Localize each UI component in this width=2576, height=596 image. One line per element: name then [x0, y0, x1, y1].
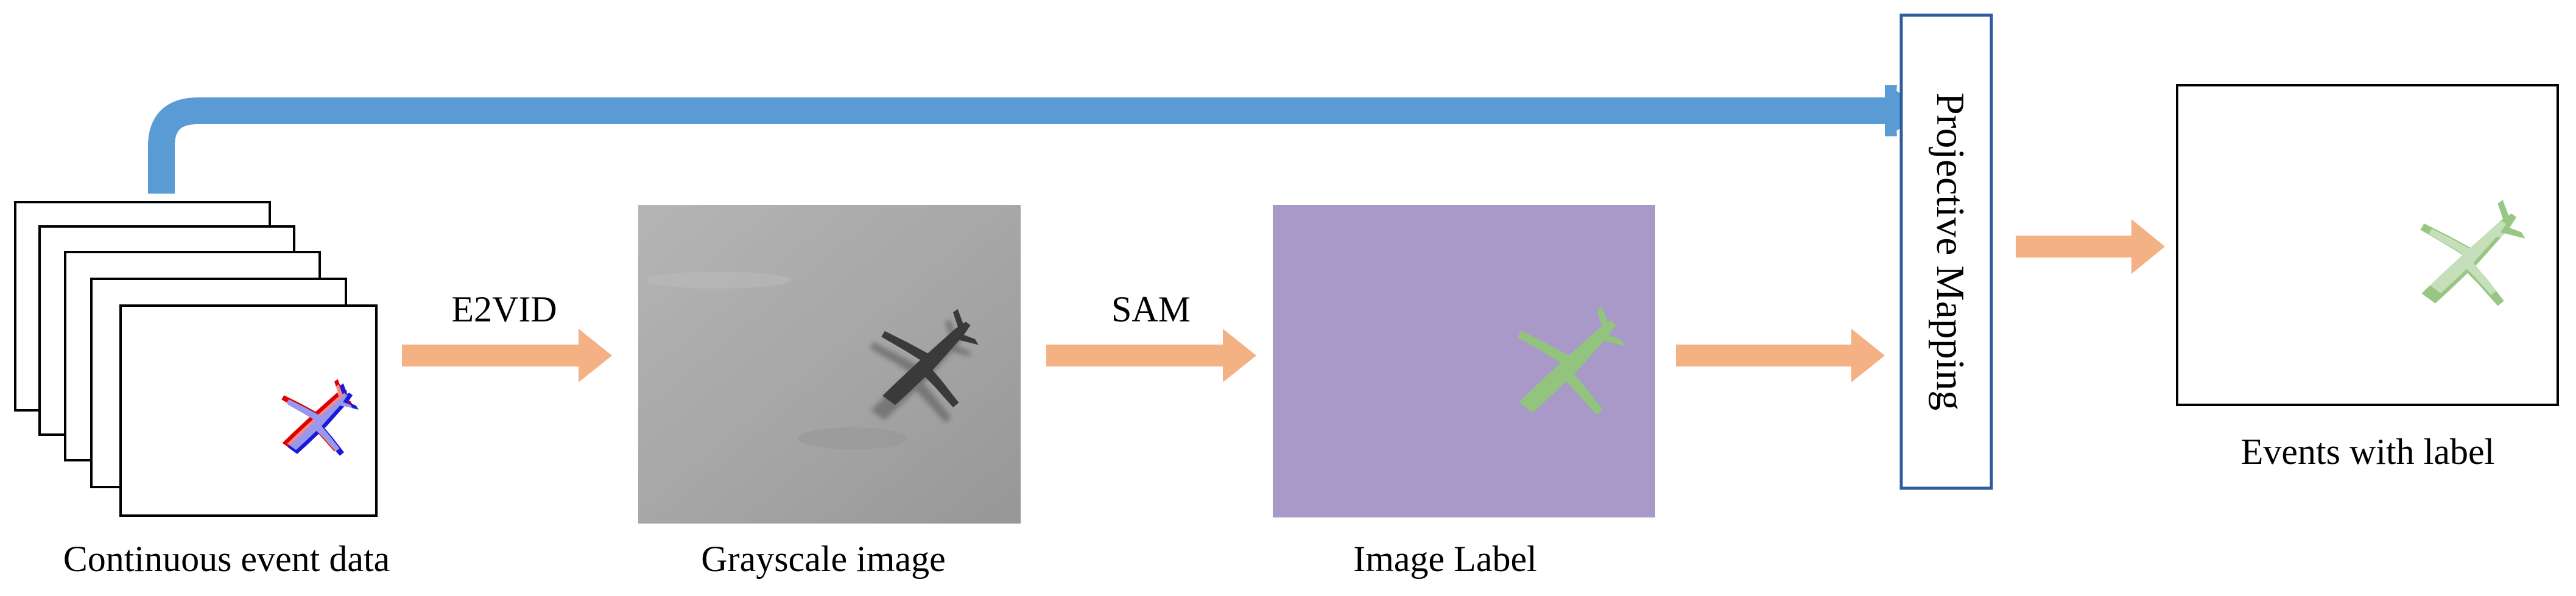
event-data-stack [14, 201, 378, 517]
label-to-mapping-arrow [1676, 329, 1885, 382]
grayscale-caption: Grayscale image [701, 539, 945, 579]
bypass-arrow [148, 85, 1927, 194]
projective-mapping-label: Projective Mapping [1928, 93, 1972, 410]
e2vid-label: E2VID [451, 289, 557, 329]
event-data-caption: Continuous event data [63, 539, 390, 579]
sam-label: SAM [1111, 289, 1191, 329]
events-with-label-caption: Events with label [2241, 432, 2495, 472]
e2vid-arrow [402, 329, 612, 382]
grayscale-image [638, 205, 1021, 524]
image-label-panel [1273, 205, 1655, 517]
mapping-to-output-arrow [2016, 219, 2165, 274]
image-label-caption: Image Label [1353, 539, 1537, 579]
events-with-label-panel [2176, 84, 2559, 406]
projective-mapping-box: Projective Mapping [1899, 13, 1993, 490]
sam-arrow [1046, 329, 1256, 382]
